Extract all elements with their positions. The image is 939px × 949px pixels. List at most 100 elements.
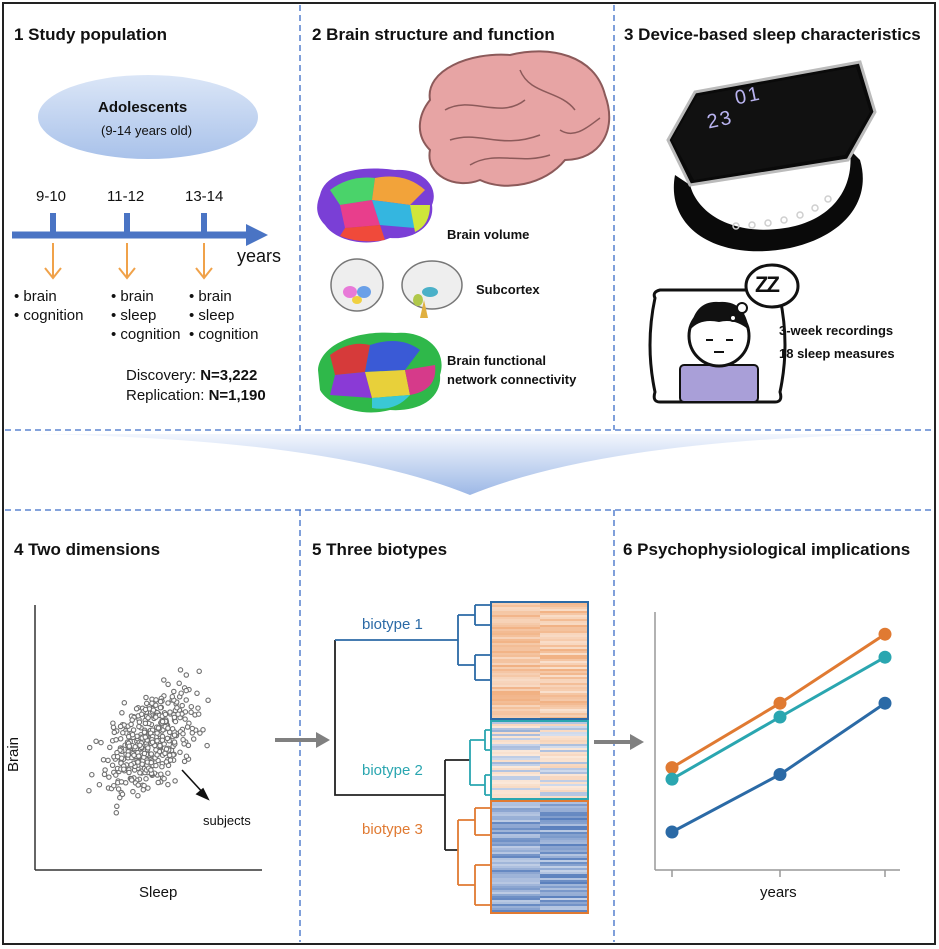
heatmap-cell	[540, 621, 587, 623]
heatmap-cell	[540, 726, 587, 728]
heatmap-cell	[540, 848, 587, 850]
sleep-measures-label: 18 sleep measures	[779, 346, 895, 361]
scatter-point	[107, 744, 113, 751]
heatmap-cell	[540, 607, 587, 609]
scatter-point	[182, 716, 188, 722]
heatmap-cell	[540, 615, 587, 617]
scatter-point	[162, 711, 169, 718]
scatter-point	[143, 694, 149, 701]
scatter-point	[96, 781, 103, 788]
heatmap-cell	[540, 685, 587, 687]
heatmap-cell	[540, 663, 587, 665]
heatmap-cell	[540, 603, 587, 605]
heatmap-cell	[492, 607, 540, 609]
scatter-point	[142, 706, 149, 713]
subcortex-icon	[330, 258, 463, 318]
line-chart	[665, 627, 892, 839]
heatmap-cell	[540, 693, 587, 695]
scatter-point	[86, 744, 93, 751]
scatter-point	[148, 751, 155, 757]
heatmap-cell	[492, 780, 540, 782]
measure-list-item: • sleep	[111, 307, 157, 324]
heatmap-cell	[540, 816, 587, 818]
heatmap-cell	[492, 746, 540, 748]
heatmap-cell	[540, 776, 587, 778]
watch-digits-top: 01	[732, 82, 764, 110]
scatter-point	[145, 715, 151, 721]
scatter-point	[137, 742, 143, 749]
heatmap-cell	[540, 882, 587, 884]
watch-digits-bottom: 23	[704, 106, 736, 134]
heatmap-cell	[540, 665, 587, 667]
heatmap-cell	[492, 840, 540, 842]
scatter-point	[177, 667, 184, 673]
heatmap-cell	[492, 766, 540, 768]
heatmap-cell	[540, 651, 587, 653]
scatter-point	[113, 810, 120, 816]
heatmap-cell	[492, 701, 540, 703]
heatmap-cell	[540, 707, 587, 709]
heatmap-cell	[540, 790, 587, 792]
line-series-point	[665, 772, 679, 786]
scatter-point	[167, 709, 173, 715]
heatmap-cell	[492, 816, 540, 818]
heatmap-cell	[540, 886, 587, 888]
scatter-point	[154, 730, 160, 736]
heatmap-cell	[540, 782, 587, 784]
heatmap-cell	[492, 643, 540, 645]
scatter-point	[154, 738, 160, 744]
heatmap-cell	[540, 856, 587, 858]
heatmap-cell	[540, 738, 587, 740]
scatter-point	[139, 761, 145, 767]
heatmap-cell	[540, 784, 587, 786]
scatter-point	[157, 698, 164, 705]
heatmap-cell	[492, 842, 540, 844]
scatter-point	[121, 766, 127, 772]
heatmap-cell	[492, 657, 540, 659]
heatmap-cell	[540, 888, 587, 890]
heatmap-cell	[540, 715, 587, 717]
functional-connectivity-label-line2: network connectivity	[447, 372, 577, 387]
heatmap-cell	[540, 659, 587, 661]
scatter-point	[183, 687, 189, 694]
heatmap-cell	[492, 826, 540, 828]
heatmap-cell	[540, 812, 587, 814]
heatmap-cell	[492, 850, 540, 852]
heatmap-cell	[492, 790, 540, 792]
heatmap-cell	[492, 709, 540, 711]
heatmap-cell	[540, 645, 587, 647]
heatmap-cell	[492, 910, 540, 912]
heatmap-cell	[492, 754, 540, 756]
heatmap-cell	[540, 774, 587, 776]
scatter-point	[165, 681, 171, 688]
heatmap-cell	[540, 768, 587, 770]
scatter-point	[115, 786, 122, 792]
scatter-point	[180, 731, 186, 737]
heatmap-cell	[492, 705, 540, 707]
functional-connectivity-label-line1: Brain functional	[447, 353, 546, 368]
brain-illustration-icon	[418, 50, 611, 187]
scatter-point	[117, 736, 124, 742]
heatmap-cell	[540, 657, 587, 659]
heatmap-cell	[492, 874, 540, 876]
scatter-point	[132, 744, 138, 750]
scatter-point	[143, 776, 149, 782]
scatter-point	[129, 717, 135, 723]
scatter-point	[148, 767, 154, 773]
scatter-point	[128, 721, 134, 728]
heatmap-cell	[540, 669, 587, 671]
heatmap-cell	[540, 830, 587, 832]
heatmap-cell	[492, 794, 540, 796]
heatmap-cell	[492, 655, 540, 657]
heatmap-cell	[540, 627, 587, 629]
heatmap-cell	[492, 778, 540, 780]
scatter-point	[169, 693, 176, 700]
heatmap-cell	[540, 748, 587, 750]
scatter-point	[100, 757, 107, 763]
heatmap-cell	[540, 766, 587, 768]
line-series-point	[878, 650, 892, 664]
heatmap-cell	[540, 625, 587, 627]
scatter-point	[183, 697, 189, 703]
heatmap-cell	[540, 770, 587, 772]
